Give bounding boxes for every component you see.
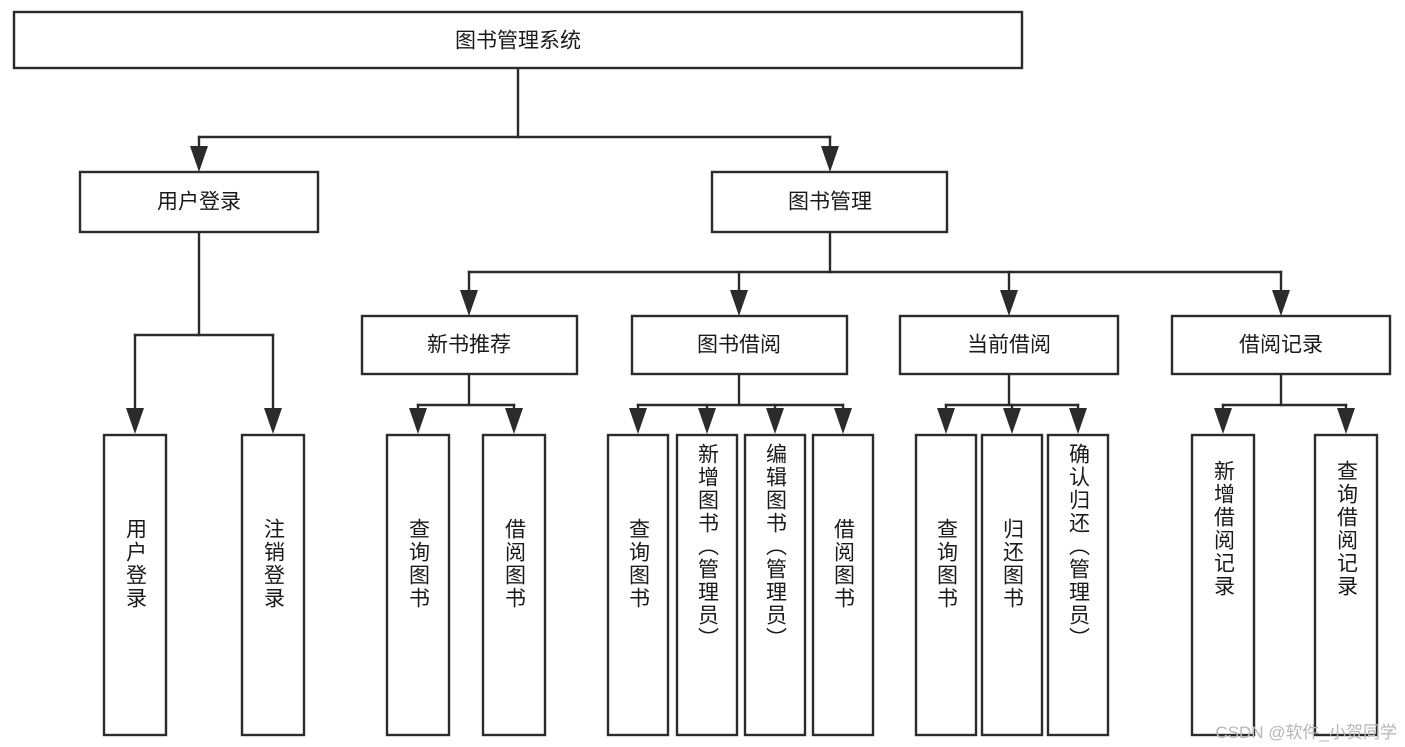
- arrowhead-leaf-query-book-3: [937, 408, 955, 434]
- leaf-box-query-book-1[interactable]: [385, 433, 451, 737]
- leaf-box-return-book[interactable]: [980, 433, 1044, 737]
- node-new-book-recommend-box[interactable]: [360, 314, 579, 376]
- leaf-box-confirm-return[interactable]: [1046, 433, 1110, 737]
- leaf-box-query-book-2[interactable]: [606, 433, 670, 737]
- arrowhead-leaf-query-book-1: [409, 408, 427, 434]
- node-root-box[interactable]: [12, 10, 1024, 70]
- node-book-management[interactable]: 图书管理: [710, 170, 949, 234]
- leaf-box-logout[interactable]: [240, 433, 306, 737]
- arrowhead-leaf-confirm-return: [1069, 408, 1087, 434]
- leaf-box-borrow-book-1[interactable]: [481, 433, 547, 737]
- node-new-book-recommend-label: 新书推荐: [427, 334, 511, 357]
- arrowhead-leaf-logout: [264, 408, 282, 434]
- node-root[interactable]: 图书管理系统: [12, 10, 1024, 70]
- arrowhead-borrow-record: [1272, 290, 1290, 316]
- arrowhead-book-borrow: [730, 290, 748, 316]
- watermark-text: CSDN @软件_小贺同学: [1215, 723, 1397, 742]
- node-user-login-box[interactable]: [78, 170, 320, 234]
- leaf-box-edit-book[interactable]: [743, 433, 807, 737]
- node-book-management-label: 图书管理: [788, 191, 872, 214]
- node-borrow-record-label: 借阅记录: [1239, 334, 1323, 357]
- node-book-borrow-box[interactable]: [630, 314, 849, 376]
- arrowhead-current-borrow: [1000, 290, 1018, 316]
- node-current-borrow[interactable]: 当前借阅: [898, 314, 1120, 376]
- node-borrow-record[interactable]: 借阅记录: [1170, 314, 1392, 376]
- node-book-management-box[interactable]: [710, 170, 949, 234]
- arrowhead-user-login: [190, 146, 208, 172]
- node-book-borrow[interactable]: 图书借阅: [630, 314, 849, 376]
- arrowhead-leaf-return-book: [1003, 408, 1021, 434]
- leaf-box-user-login[interactable]: [102, 433, 168, 737]
- arrowhead-leaf-borrow-book-1: [505, 408, 523, 434]
- arrowhead-book-mgmt: [821, 146, 839, 172]
- leaf-box-borrow-book-2[interactable]: [811, 433, 875, 737]
- node-user-login[interactable]: 用户登录: [78, 170, 320, 234]
- node-borrow-record-box[interactable]: [1170, 314, 1392, 376]
- arrowhead-leaf-add-book: [698, 408, 716, 434]
- leaf-box-add-record[interactable]: [1190, 433, 1256, 737]
- arrowhead-leaf-add-record: [1214, 408, 1232, 434]
- connector-group: [126, 66, 1355, 434]
- node-root-label: 图书管理系统: [455, 30, 581, 53]
- leaf-boxes: [102, 433, 1379, 737]
- node-book-borrow-label: 图书借阅: [697, 334, 781, 357]
- node-current-borrow-label: 当前借阅: [967, 334, 1051, 357]
- leaf-box-add-book[interactable]: [675, 433, 739, 737]
- node-user-login-label: 用户登录: [157, 191, 241, 214]
- arrowhead-leaf-user-login: [126, 408, 144, 434]
- node-current-borrow-box[interactable]: [898, 314, 1120, 376]
- arrowhead-leaf-edit-book: [766, 408, 784, 434]
- leaf-box-query-record[interactable]: [1313, 433, 1379, 737]
- arrowhead-leaf-query-record: [1337, 408, 1355, 434]
- node-new-book-recommend[interactable]: 新书推荐: [360, 314, 579, 376]
- arrowhead-new-book-rec: [460, 290, 478, 316]
- arrowhead-leaf-borrow-book-2: [834, 408, 852, 434]
- arrowhead-leaf-query-book-2: [629, 408, 647, 434]
- leaf-box-query-book-3[interactable]: [914, 433, 978, 737]
